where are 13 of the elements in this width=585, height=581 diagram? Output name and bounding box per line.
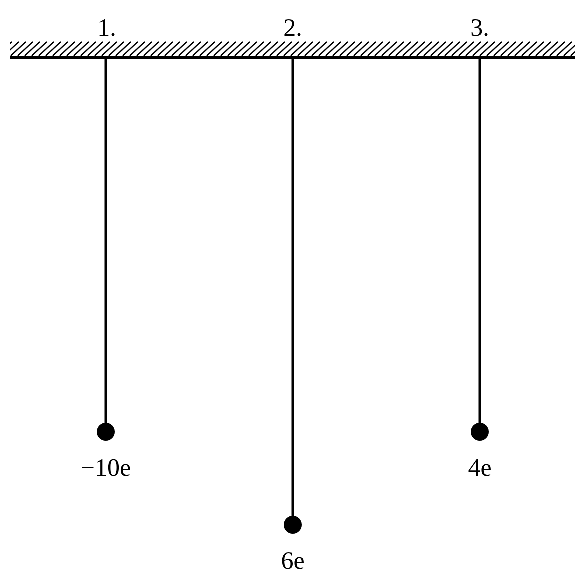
charge-label: 4e [468,456,492,481]
thread [478,59,482,423]
charged-ball [471,423,489,441]
charged-ball [97,423,115,441]
pendulum-number: 3. [470,16,490,41]
charge-label: −10e [80,456,132,481]
thread [292,59,294,516]
pendulum-number: 1. [98,16,116,41]
hatched-ceiling [10,40,575,59]
thread [104,59,108,423]
charge-label: 6e [281,549,305,574]
charged-ball [284,516,302,534]
pendulum-number: 2. [284,16,302,41]
